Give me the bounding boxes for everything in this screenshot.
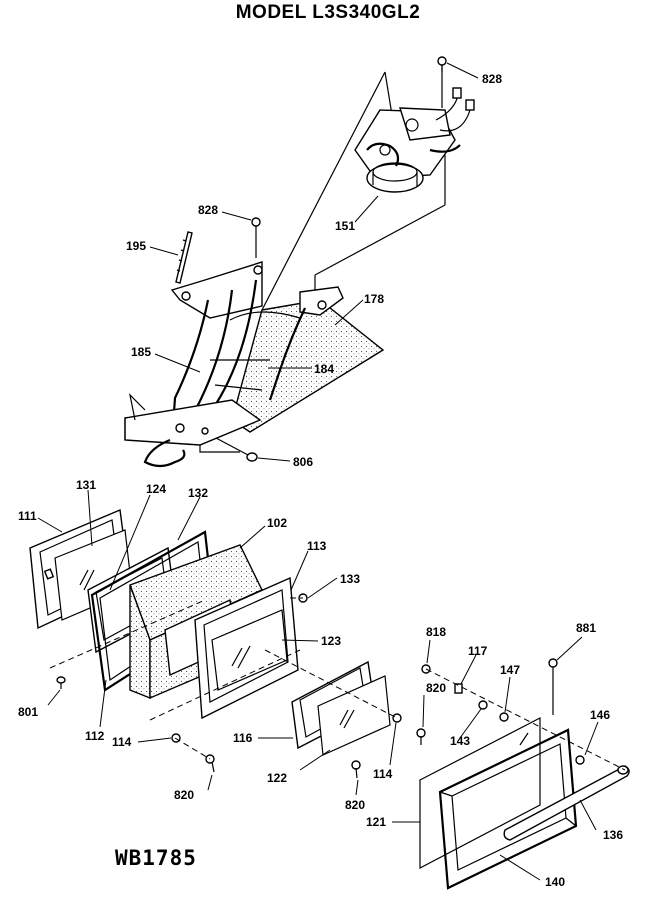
screw-806 (215, 437, 258, 462)
label-801: 801 (18, 705, 38, 719)
outer-glass-121 (419, 717, 541, 869)
label-151: 151 (335, 219, 355, 233)
label-102: 102 (267, 516, 287, 530)
clip-117 (454, 683, 463, 694)
screw-820-left (205, 754, 215, 773)
model-title: MODEL L3S340GL2 (235, 2, 421, 23)
label-146: 146 (590, 708, 610, 722)
label-132: 132 (188, 486, 208, 500)
label-136: 136 (603, 828, 623, 842)
label-114-left: 114 (112, 735, 132, 749)
label-112: 112 (85, 729, 105, 743)
label-806: 806 (293, 455, 313, 469)
label-117: 117 (468, 644, 488, 658)
label-143: 143 (450, 734, 470, 748)
label-122: 122 (267, 771, 287, 785)
label-121: 121 (366, 815, 386, 829)
door-frame-140 (438, 728, 578, 890)
screw-828-top (437, 56, 447, 72)
motor-assembly-151 (261, 65, 475, 311)
glass-122 (317, 675, 391, 756)
label-184: 184 (314, 362, 334, 376)
duct-assembly (124, 261, 385, 468)
handle-136 (503, 765, 630, 841)
label-140: 140 (545, 875, 565, 889)
screw-801 (56, 676, 66, 689)
diagram-code: WB1785 (115, 846, 197, 870)
screw-881 (548, 658, 558, 715)
rod-195 (175, 231, 193, 284)
assembly-line-3 (174, 737, 211, 760)
nut-146 (575, 755, 585, 765)
label-111: 111 (18, 509, 37, 523)
screw-828-mid (251, 217, 261, 258)
label-881: 881 (576, 621, 596, 635)
label-133: 133 (340, 572, 360, 586)
label-113: 113 (307, 539, 327, 553)
label-195: 195 (126, 239, 146, 253)
label-828-top: 828 (482, 72, 502, 86)
label-818: 818 (426, 625, 446, 639)
label-116: 116 (233, 731, 253, 745)
screw-820-mid (351, 760, 361, 779)
screw-820-right (416, 728, 426, 745)
label-185: 185 (131, 345, 151, 359)
label-131: 131 (76, 478, 96, 492)
window-123 (211, 609, 288, 691)
leader-lines (37, 62, 599, 881)
label-178: 178 (364, 292, 384, 306)
assembly-line-2 (149, 649, 301, 721)
assembly-line-1 (49, 599, 206, 669)
label-820-mid: 820 (345, 798, 365, 812)
washer-114-right (392, 713, 402, 723)
label-820-left: 820 (174, 788, 194, 802)
label-820-right: 820 (426, 681, 446, 695)
label-114-right: 114 (373, 767, 393, 781)
label-147: 147 (500, 663, 520, 677)
label-828-mid: 828 (198, 203, 218, 217)
nut-143 (478, 700, 488, 710)
label-124: 124 (146, 482, 166, 496)
assembly-line-4 (264, 649, 398, 719)
assembly-line-5 (425, 668, 626, 771)
label-123: 123 (321, 634, 341, 648)
spacer-147 (499, 712, 509, 722)
